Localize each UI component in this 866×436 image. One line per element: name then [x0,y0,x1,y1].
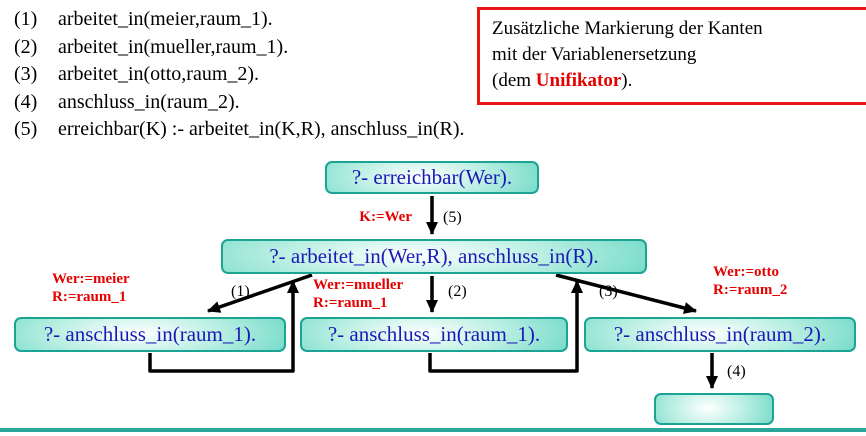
edge-goal2-to-left [207,273,313,313]
clause-text: anschluss_in(raum_2). [58,90,240,113]
tree-node-child-mid: ?- anschluss_in(raum_1). [300,317,568,352]
clause-item-4: (4) anschluss_in(raum_2). [14,89,465,117]
clause-ref-e2: (2) [448,283,467,300]
tree-node-success-empty [654,393,774,425]
clause-ref-e3: (3) [599,283,618,300]
tree-node-root: ?- erreichbar(Wer). [325,161,539,194]
clause-text: arbeitet_in(mueller,raum_1). [58,35,289,58]
annotation-line-3-suffix: ). [621,70,633,92]
unifier-label-e2: Wer:=mueller R:=raum_1 [313,277,403,312]
clause-ref-e4: (4) [727,363,746,380]
unifier-label-e5: K:=Wer [359,209,412,225]
clause-number: (2) [14,35,38,58]
unifier-e3-line2: R:=raum_2 [713,281,788,298]
unifikator-highlight: Unifikator [535,70,622,92]
clause-text: arbeitet_in(meier,raum_1). [58,8,273,30]
clause-ref-e1: (1) [231,283,250,300]
unifier-e2-line2: R:=raum_1 [313,294,388,311]
tree-node-goal2: ?- arbeitet_in(Wer,R), anschluss_in(R). [221,239,647,274]
clause-number: (3) [14,63,38,85]
clause-item-1: (1) arbeitet_in(meier,raum_1). [14,6,465,34]
annotation-line-3-prefix: (dem [492,70,536,92]
unifier-label-e3: Wer:=otto R:=raum_2 [713,264,787,299]
edge-goal2-to-right [555,273,697,314]
annotation-box: Zusätzliche Markierung der Kanten mit de… [477,7,866,105]
unifier-e1-line1: Wer:=meier [52,271,130,287]
unifier-e2-line1: Wer:=mueller [313,277,404,293]
clause-number: (4) [14,90,38,113]
annotation-line-3: (dem Unifikator). [492,68,864,94]
unifier-label-e1: Wer:=meier R:=raum_1 [52,271,130,306]
clause-number: (1) [14,8,38,30]
clause-item-5: (5) erreichbar(K) :- arbeitet_in(K,R), a… [14,116,465,144]
unifier-e3-line1: Wer:=otto [713,264,780,280]
clause-text: erreichbar(K) :- arbeitet_in(K,R), ansch… [58,118,465,140]
clause-item-3: (3) arbeitet_in(otto,raum_2). [14,61,465,89]
clause-ref-e5: (5) [443,209,462,226]
clause-list: (1) arbeitet_in(meier,raum_1). (2) arbei… [14,6,465,144]
clause-number: (5) [14,118,38,140]
annotation-line-2: mit der Variablenersetzung [492,44,697,66]
unifier-e1-line2: R:=raum_1 [52,288,127,305]
clause-item-2: (2) arbeitet_in(mueller,raum_1). [14,34,465,62]
tree-node-child-left: ?- anschluss_in(raum_1). [14,317,286,352]
clause-text: arbeitet_in(otto,raum_2). [58,63,260,85]
tree-node-child-right: ?- anschluss_in(raum_2). [584,317,856,352]
annotation-line-1: Zusätzliche Markierung der Kanten [492,18,763,39]
bottom-divider-rule [0,428,866,432]
